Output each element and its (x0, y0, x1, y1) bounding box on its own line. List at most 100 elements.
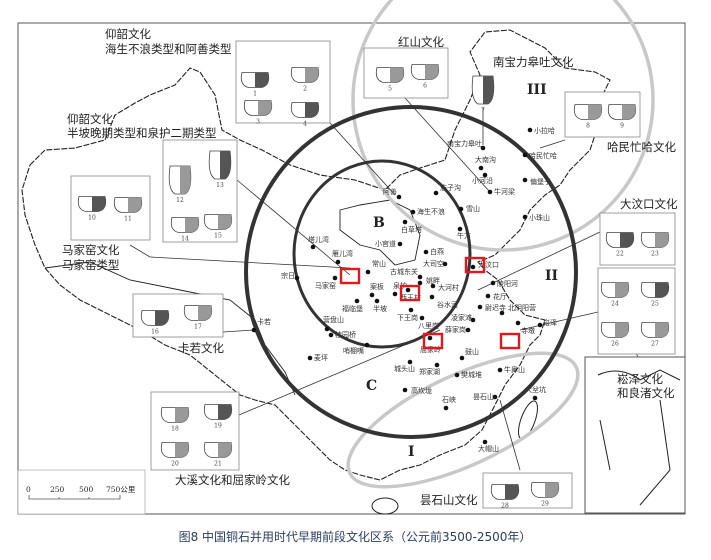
site-label: 宗日 (281, 271, 295, 280)
site-28: 阿善 (383, 187, 402, 200)
site-57: 屈家岭 (420, 335, 441, 354)
south-china-sea-inset (584, 356, 686, 514)
site-dot (417, 274, 423, 280)
site-dot (374, 298, 380, 304)
site-label: 姚畔 (426, 276, 440, 285)
site-26: 崧泽 (537, 319, 557, 328)
site-8: 半坡 (373, 298, 387, 313)
site-dot (532, 395, 538, 401)
site-dot (478, 165, 484, 171)
site-label: 高坎垅 (411, 386, 432, 395)
site-38: 偏堡子 (522, 177, 551, 186)
site-label: 花厅 (493, 292, 507, 301)
site-dot (419, 315, 425, 321)
vessel-4: 4 (290, 102, 320, 128)
site-dot (492, 394, 498, 400)
site-label: 阿善 (383, 187, 397, 196)
vessel-number: 27 (651, 341, 659, 348)
site-dot (490, 280, 496, 286)
site-label: 尉迟寺 (485, 303, 506, 312)
vessel-13: 13 (208, 150, 232, 189)
site-41: 小珠山 (522, 213, 550, 222)
site-19: 陵阳河 (490, 279, 518, 288)
site-label: 牛鼻山 (504, 365, 525, 374)
site-label: 小官道 (375, 239, 396, 248)
site-label: 哨棚嘴 (343, 346, 364, 355)
site-dot (397, 241, 403, 247)
site-label: 陵阳河 (497, 279, 518, 288)
vessel-number: 26 (611, 341, 619, 348)
site-53: 昙石山 (473, 392, 498, 401)
highlighted-sites (339, 256, 521, 350)
site-31: 庙子沟 (433, 183, 461, 196)
site-dot (470, 317, 476, 323)
site-label: 凌家滩 (451, 313, 472, 322)
vessel-number: 7 (481, 107, 485, 114)
vessel-number: 11 (124, 216, 132, 223)
scale-tick-500: 500 (79, 485, 94, 494)
label-songze: 崧泽文化 (617, 372, 663, 386)
site-label: 谷水河 (437, 300, 458, 309)
site-12: 西王村 (400, 287, 421, 302)
label-daxi: 大溪文化和屈家岭文化 (175, 473, 290, 487)
site-dot (354, 298, 360, 304)
site-2: 常山 (365, 259, 386, 275)
site-dot (402, 387, 408, 393)
site-label: 大司空 (423, 259, 444, 268)
site-32: 雪山 (458, 204, 480, 213)
site-dot (365, 269, 371, 275)
vessel-number: 13 (216, 182, 224, 189)
vessel-number: 29 (541, 501, 549, 508)
site-label: 屈家岭 (420, 345, 441, 354)
site-dot (417, 280, 423, 286)
vessel-number: 8 (586, 123, 590, 130)
site-dot (485, 293, 491, 299)
site-label: 崧泽 (543, 319, 557, 327)
site-7: 福临堡 (342, 298, 363, 313)
site-label: 大南沟 (475, 155, 496, 164)
vessel-9: 9 (607, 104, 637, 130)
site-dot (369, 292, 375, 298)
site-dot (482, 439, 488, 445)
label-tanshishan: 昙石山文化 (420, 493, 478, 507)
site-label: 雪山 (466, 204, 480, 213)
highlight-box-2 (464, 256, 486, 274)
site-11: 古城东关 (390, 267, 423, 280)
site-40: 小拉哈 (527, 126, 555, 135)
label-dawenkou: 大汶口文化 (620, 197, 678, 211)
vessel-19: 19 (203, 404, 233, 430)
vessel-number: 5 (388, 86, 392, 93)
site-dot (402, 219, 408, 225)
site-16: 白燕 (423, 247, 444, 256)
site-dot (434, 362, 440, 368)
site-label: 塔儿湾 (308, 235, 329, 244)
site-dot (396, 194, 402, 200)
vessel-18: 18 (160, 407, 190, 433)
site-49: 樊城堆 (454, 370, 482, 379)
site-label: 下王岗 (397, 314, 418, 322)
site-45: 哨棚嘴 (343, 342, 370, 355)
vessel-number: 2 (303, 86, 307, 93)
site-4: 马家窑 (315, 275, 338, 290)
site-dot (423, 249, 429, 255)
site-label: 大坌坑 (525, 385, 546, 394)
site-label: 午方 (457, 231, 471, 240)
site-dot (458, 206, 464, 212)
site-dot (527, 127, 533, 133)
zone-II-ring (244, 105, 578, 439)
site-dot (430, 283, 436, 289)
vessel-number: 12 (176, 197, 184, 204)
vessel-21: 21 (203, 442, 233, 468)
label-karuo: 卡若文化 (178, 341, 224, 355)
site-dot (537, 322, 543, 328)
site-23: 凌家滩 (451, 313, 476, 323)
site-label: 常山 (372, 259, 386, 268)
site-label: 大帽山 (478, 444, 499, 453)
hainan-outline (371, 497, 399, 515)
vessel-number: 28 (501, 503, 509, 510)
site-dot (487, 189, 493, 195)
vessel-number: 19 (214, 423, 222, 430)
site-label: 八里岗 (418, 322, 439, 330)
